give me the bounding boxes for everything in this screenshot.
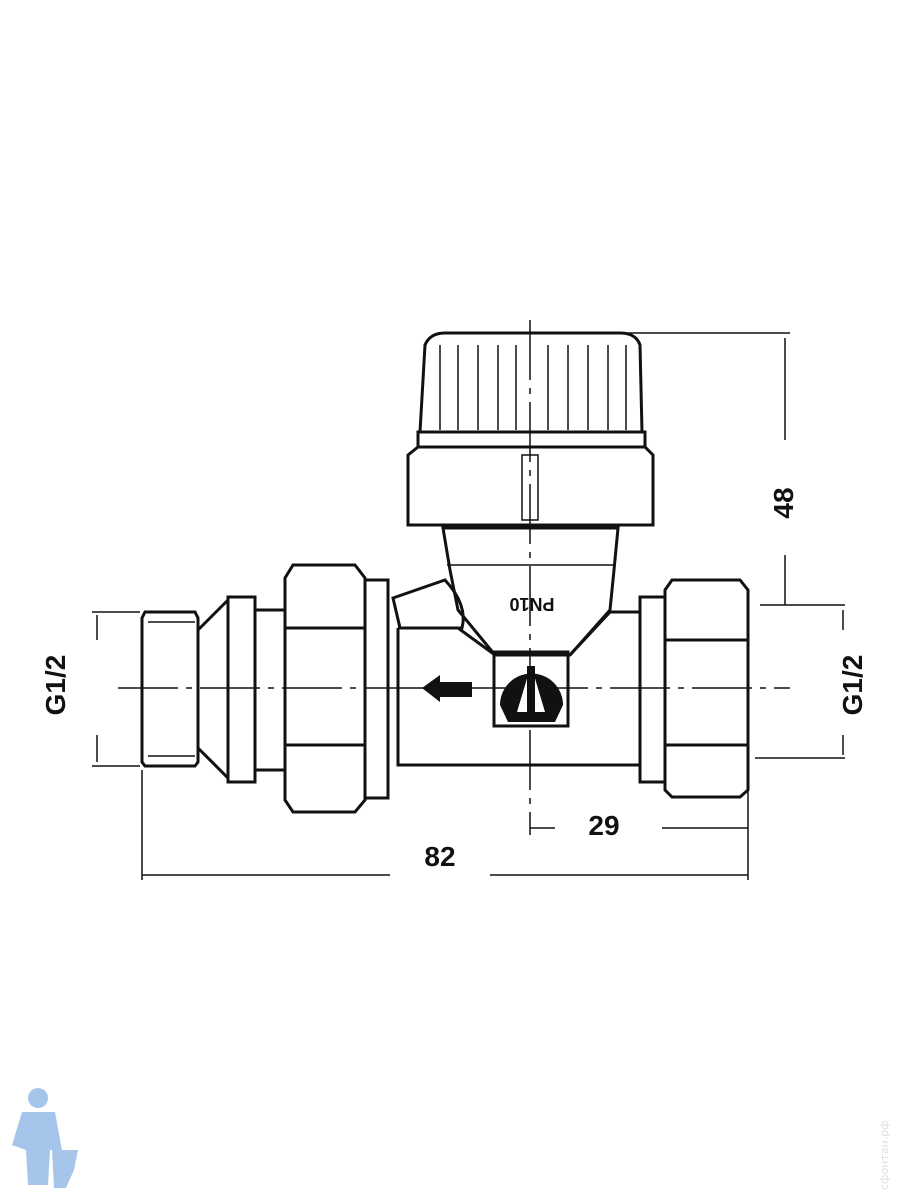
height-dimension: 48 bbox=[768, 487, 799, 518]
flow-arrow-icon bbox=[422, 675, 472, 702]
offset-dimension: 29 bbox=[588, 810, 619, 841]
left-thread-dimension: G1/2 bbox=[40, 655, 71, 716]
pressure-rating-label: PN10 bbox=[509, 594, 554, 614]
valve-body bbox=[391, 526, 642, 767]
valve-cap bbox=[406, 331, 655, 527]
flow-direction-symbol bbox=[492, 650, 570, 728]
watermark-text: сфонтан.рф bbox=[878, 1120, 891, 1190]
plumber-mascot-logo bbox=[12, 1088, 78, 1188]
left-union-connector bbox=[140, 563, 390, 814]
right-thread-dimension: G1/2 bbox=[837, 655, 868, 716]
dimension-lines bbox=[92, 332, 845, 880]
length-dimension: 82 bbox=[424, 841, 455, 872]
